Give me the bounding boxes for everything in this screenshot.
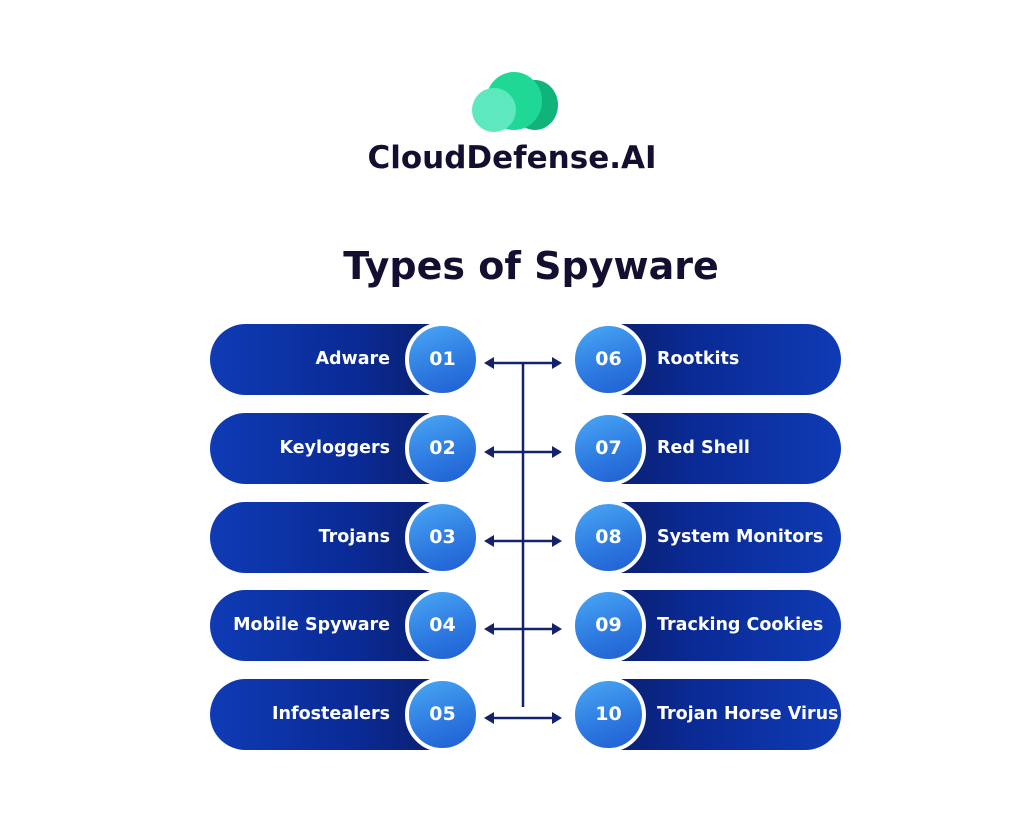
number-badge: 05: [405, 677, 480, 752]
clouddefense-logo: [472, 72, 562, 132]
spyware-label: Tracking Cookies: [657, 615, 824, 635]
number-badge: 08: [571, 500, 646, 575]
number-badge: 01: [405, 322, 480, 397]
number-badge: 07: [571, 411, 646, 486]
page-title: Types of Spyware: [343, 244, 719, 288]
spyware-item-04: Mobile Spyware 04: [210, 588, 480, 663]
spyware-item-02: Keyloggers 02: [210, 411, 480, 486]
spyware-label: Adware: [315, 349, 390, 369]
spyware-label: Trojan Horse Virus: [657, 704, 839, 724]
spyware-label: System Monitors: [657, 527, 824, 547]
arrow-left-icon: [484, 535, 494, 547]
arrow-left-icon: [484, 623, 494, 635]
brand-name: CloudDefense.AI: [367, 140, 657, 176]
number-badge: 09: [571, 588, 646, 663]
spyware-item-05: Infostealers 05: [210, 677, 480, 752]
number-badge: 06: [571, 322, 646, 397]
arrow-right-icon: [552, 446, 562, 458]
number-badge: 03: [405, 500, 480, 575]
spyware-item-08: System Monitors 08: [571, 500, 841, 575]
arrow-left-icon: [484, 712, 494, 724]
spyware-item-09: Tracking Cookies 09: [571, 588, 841, 663]
spyware-item-07: Red Shell 07: [571, 411, 841, 486]
number-badge: 10: [571, 677, 646, 752]
spyware-label: Keyloggers: [279, 438, 390, 458]
spyware-label: Trojans: [318, 527, 390, 547]
number-badge: 04: [405, 588, 480, 663]
arrow-right-icon: [552, 712, 562, 724]
arrow-right-icon: [552, 535, 562, 547]
spyware-label: Mobile Spyware: [233, 615, 390, 635]
spyware-label: Rootkits: [657, 349, 740, 369]
arrow-left-icon: [484, 357, 494, 369]
spyware-item-01: Adware 01: [210, 322, 480, 397]
spyware-item-03: Trojans 03: [210, 500, 480, 575]
logo-cloud-shape: [472, 88, 516, 132]
spyware-item-10: Trojan Horse Virus 10: [571, 677, 841, 752]
spyware-label: Infostealers: [272, 704, 390, 724]
arrow-left-icon: [484, 446, 494, 458]
spyware-item-06: Rootkits 06: [571, 322, 841, 397]
spyware-label: Red Shell: [657, 438, 750, 458]
arrow-right-icon: [552, 623, 562, 635]
number-badge: 02: [405, 411, 480, 486]
arrow-right-icon: [552, 357, 562, 369]
